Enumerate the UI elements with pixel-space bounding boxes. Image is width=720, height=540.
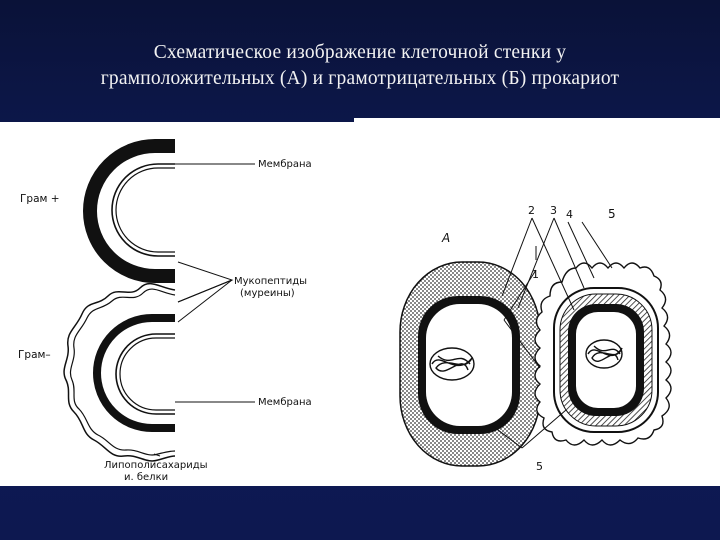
label-3: 3: [550, 204, 557, 217]
title-line-2: грамположительных (А) и грамотрицательны…: [0, 66, 720, 92]
gram-neg-membrane: [116, 334, 175, 414]
gram-neg-membrane-inner: [120, 338, 175, 410]
membrane-label-bottom: Мембрана: [258, 397, 312, 408]
title-line-1: Схематическое изображение клеточной стен…: [0, 40, 720, 66]
gram-comparison-svg: Грам + Грам– Мембрана Мукопептиды (муреи…: [0, 122, 354, 486]
label-5-bottom: 5: [536, 460, 543, 473]
cell-b: [535, 263, 671, 445]
gram-pos-label: Грам +: [20, 193, 60, 205]
leader-mucopeptides: [178, 262, 232, 302]
proteins-label: и. белки: [124, 472, 168, 483]
label-4: 4: [566, 208, 573, 221]
cell-a: [400, 262, 540, 466]
mucopeptides-label: Мукопептиды: [234, 276, 307, 287]
gram-pos-membrane: [112, 164, 175, 256]
lps-label: Липополисахариды: [104, 460, 208, 471]
cell-cross-section-figure: А 2 3 4 5 1 5: [354, 118, 720, 486]
cross-section-svg: А 2 3 4 5 1 5: [354, 118, 720, 486]
label-a: А: [441, 231, 450, 245]
gram-neg-label: Грам–: [18, 349, 51, 361]
leader-mucopeptides-3: [178, 280, 232, 302]
cell-b-cytoplasm: [576, 312, 636, 408]
leader-mucopeptides-2: [178, 280, 232, 322]
label-5-top: 5: [608, 207, 616, 221]
mureins-label: (муреины): [240, 288, 295, 299]
slide-title: Схематическое изображение клеточной стен…: [0, 40, 720, 92]
label-2: 2: [528, 204, 535, 217]
gram-pos-membrane-inner: [116, 168, 175, 252]
label-1: 1: [532, 268, 539, 281]
gram-comparison-figure: Грам + Грам– Мембрана Мукопептиды (муреи…: [0, 122, 354, 486]
membrane-label-top: Мембрана: [258, 159, 312, 170]
